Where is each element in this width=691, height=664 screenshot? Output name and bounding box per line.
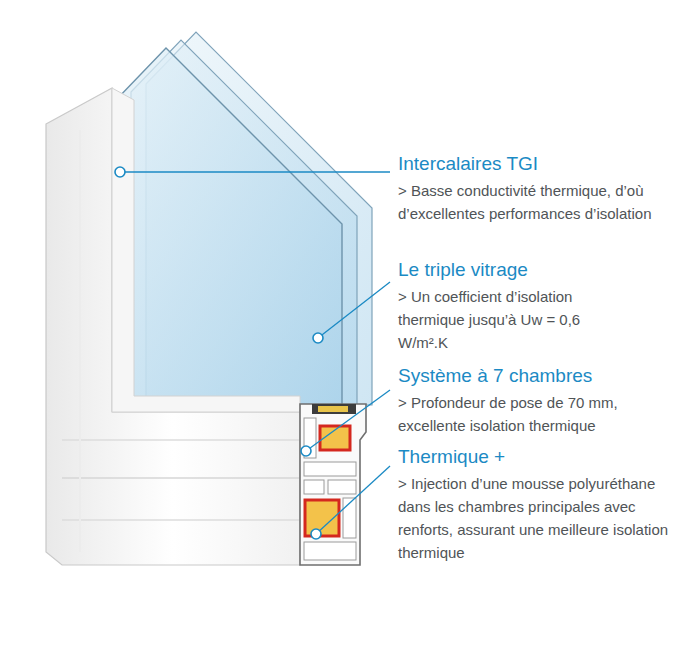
callout-text: > Injection d’une mousse polyuréthane da… [398,472,683,564]
leader-line [318,282,390,338]
callout-heading: Système à 7 chambres [398,364,592,388]
callout-text: > Un coefficient d’isolation thermique j… [398,285,623,354]
glass-pane [116,48,342,405]
window-frame [46,88,300,565]
window-sash [112,88,300,412]
callout-text: > Basse conductivité thermique, d’où d’e… [398,179,683,225]
glass-spacer [312,404,356,414]
callout-heading: Le triple vitrage [398,258,528,282]
callout-text: > Profondeur de pose de 70 mm, excellent… [398,391,683,437]
leader-dot [115,167,125,177]
profile-chamber [328,480,356,494]
leader-dot [301,446,311,456]
profile-section [300,404,366,565]
leader-line [306,390,390,451]
leader-dot [311,529,321,539]
profile-chamber [304,462,356,476]
frame-groove [62,519,300,521]
leader-line [120,171,390,172]
frame-groove [62,477,300,479]
frame-groove [79,130,81,552]
leader-dot [313,333,323,343]
gasket [318,406,348,412]
callout-heading: Intercalaires TGI [398,152,538,176]
leader-line [316,466,390,534]
callout-heading: Thermique + [398,445,505,469]
profile-chamber [304,480,324,494]
profile-chamber [304,542,356,560]
frame-groove [62,439,300,441]
